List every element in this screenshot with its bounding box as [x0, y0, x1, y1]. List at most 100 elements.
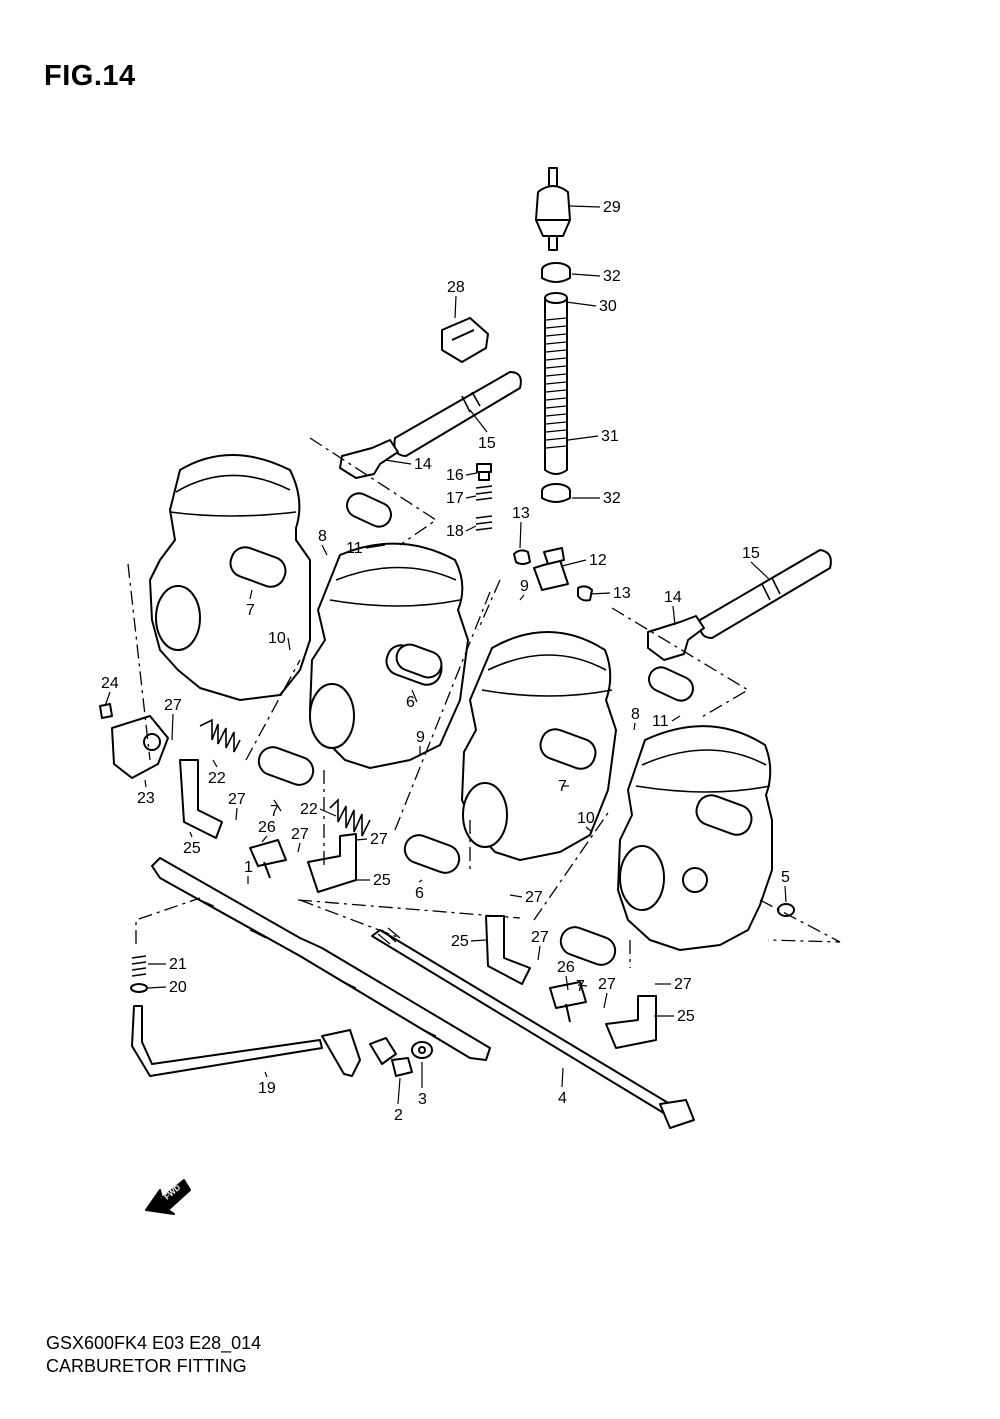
- leader-9: [519, 594, 525, 601]
- callout-27: 27: [525, 889, 543, 906]
- leader-2: [397, 1077, 401, 1105]
- callout-30: 30: [599, 298, 617, 315]
- callout-22: 22: [300, 801, 318, 818]
- idle-adjuster-cable: [131, 1005, 397, 1077]
- leader-15: [750, 561, 771, 581]
- leader-8: [321, 544, 328, 556]
- leader-29: [569, 205, 601, 208]
- callout-15: 15: [742, 545, 760, 562]
- callout-20: 20: [169, 979, 187, 996]
- callout-25: 25: [373, 872, 391, 889]
- leader-22: [319, 808, 337, 817]
- callout-25: 25: [677, 1008, 695, 1025]
- callout-6: 6: [415, 885, 424, 902]
- leader-31: [567, 435, 599, 441]
- callout-11: 11: [346, 540, 363, 557]
- return-springs: [199, 718, 371, 837]
- short-hoses: [257, 492, 694, 966]
- leader-6: [411, 689, 418, 703]
- callout-13: 13: [613, 585, 631, 602]
- leader-19: [264, 1071, 268, 1078]
- callout-9: 9: [520, 578, 529, 595]
- callout-17: 17: [446, 490, 464, 507]
- callout-26: 26: [258, 819, 276, 836]
- callout-6: 6: [406, 694, 415, 711]
- leader-4: [561, 1067, 564, 1088]
- leader-26: [565, 975, 569, 991]
- leader-14: [672, 605, 676, 626]
- callout-27: 27: [598, 976, 616, 993]
- leader-16: [465, 472, 478, 476]
- leader-26: [261, 835, 268, 843]
- carburetor-body-4: [617, 725, 773, 951]
- leader-30: [565, 301, 597, 307]
- callout-7: 7: [270, 803, 279, 820]
- throttle-shaft: [371, 927, 695, 1129]
- leader-27: [235, 807, 238, 821]
- callout-1: 1: [244, 859, 253, 876]
- figure-caption: CARBURETOR FITTING: [46, 1356, 247, 1376]
- callout-27: 27: [291, 826, 309, 843]
- callout-26: 26: [557, 959, 575, 976]
- leader-12: [561, 559, 587, 567]
- callout-32: 32: [603, 268, 621, 285]
- leader-24: [104, 691, 111, 707]
- callout-31: 31: [601, 428, 619, 445]
- callout-10: 10: [268, 630, 286, 647]
- callout-19: 19: [258, 1080, 276, 1097]
- leader-23: [144, 779, 147, 788]
- callout-3: 3: [418, 1091, 427, 1108]
- leader-7: [249, 589, 253, 600]
- carburetor-body-1: [149, 454, 311, 701]
- adjuster-spring-washer: [130, 955, 148, 993]
- callout-4: 4: [558, 1090, 567, 1107]
- callout-25: 25: [183, 840, 201, 857]
- callout-13: 13: [512, 505, 530, 522]
- leader-15: [469, 409, 488, 433]
- leader-5: [784, 885, 787, 903]
- assembly-centerlines: [127, 437, 841, 968]
- forward-direction-arrow: FWD: [145, 1179, 191, 1215]
- callout-28: 28: [447, 279, 465, 296]
- leader-25: [189, 831, 193, 838]
- leader-13: [519, 521, 522, 549]
- callout-7: 7: [576, 978, 585, 995]
- hose-clamp-bottom: [541, 483, 571, 503]
- callout-7: 7: [246, 602, 255, 619]
- leader-32: [571, 273, 601, 277]
- elbow-hoses: [179, 759, 657, 1049]
- figure-title: FIG.14: [44, 60, 136, 92]
- leader-7: [577, 984, 588, 987]
- callout-9: 9: [416, 729, 425, 746]
- callout-11: 11: [652, 713, 669, 730]
- callout-12: 12: [589, 552, 607, 569]
- callout-7: 7: [558, 778, 567, 795]
- leader-11: [671, 715, 681, 722]
- leader-27: [509, 894, 523, 898]
- callout-29: 29: [603, 199, 621, 216]
- carburetor-body-2: [309, 542, 469, 769]
- fuel-filter: [535, 167, 571, 251]
- callout-18: 18: [446, 523, 464, 540]
- screw-spring-stack: [475, 463, 493, 531]
- callout-27: 27: [531, 929, 549, 946]
- vent-hose-right: [698, 549, 832, 639]
- callout-27: 27: [164, 697, 182, 714]
- callout-32: 32: [603, 490, 621, 507]
- callout-24: 24: [101, 675, 119, 692]
- tee-fitting: [513, 547, 593, 602]
- leader-11: [365, 544, 386, 549]
- callout-27: 27: [674, 976, 692, 993]
- leader-28: [454, 295, 457, 319]
- leader-25: [470, 939, 487, 942]
- t-joint-right: [647, 615, 705, 661]
- model-code: GSX600FK4 E03 E28_014: [46, 1333, 262, 1353]
- leader-7: [273, 799, 282, 812]
- callout-23: 23: [137, 790, 155, 807]
- holder-clip: [441, 317, 489, 363]
- leader-8: [633, 722, 636, 731]
- throttle-position-sensor: [99, 703, 169, 779]
- leader-20: [147, 986, 167, 989]
- screw-and-washer: [391, 1041, 433, 1077]
